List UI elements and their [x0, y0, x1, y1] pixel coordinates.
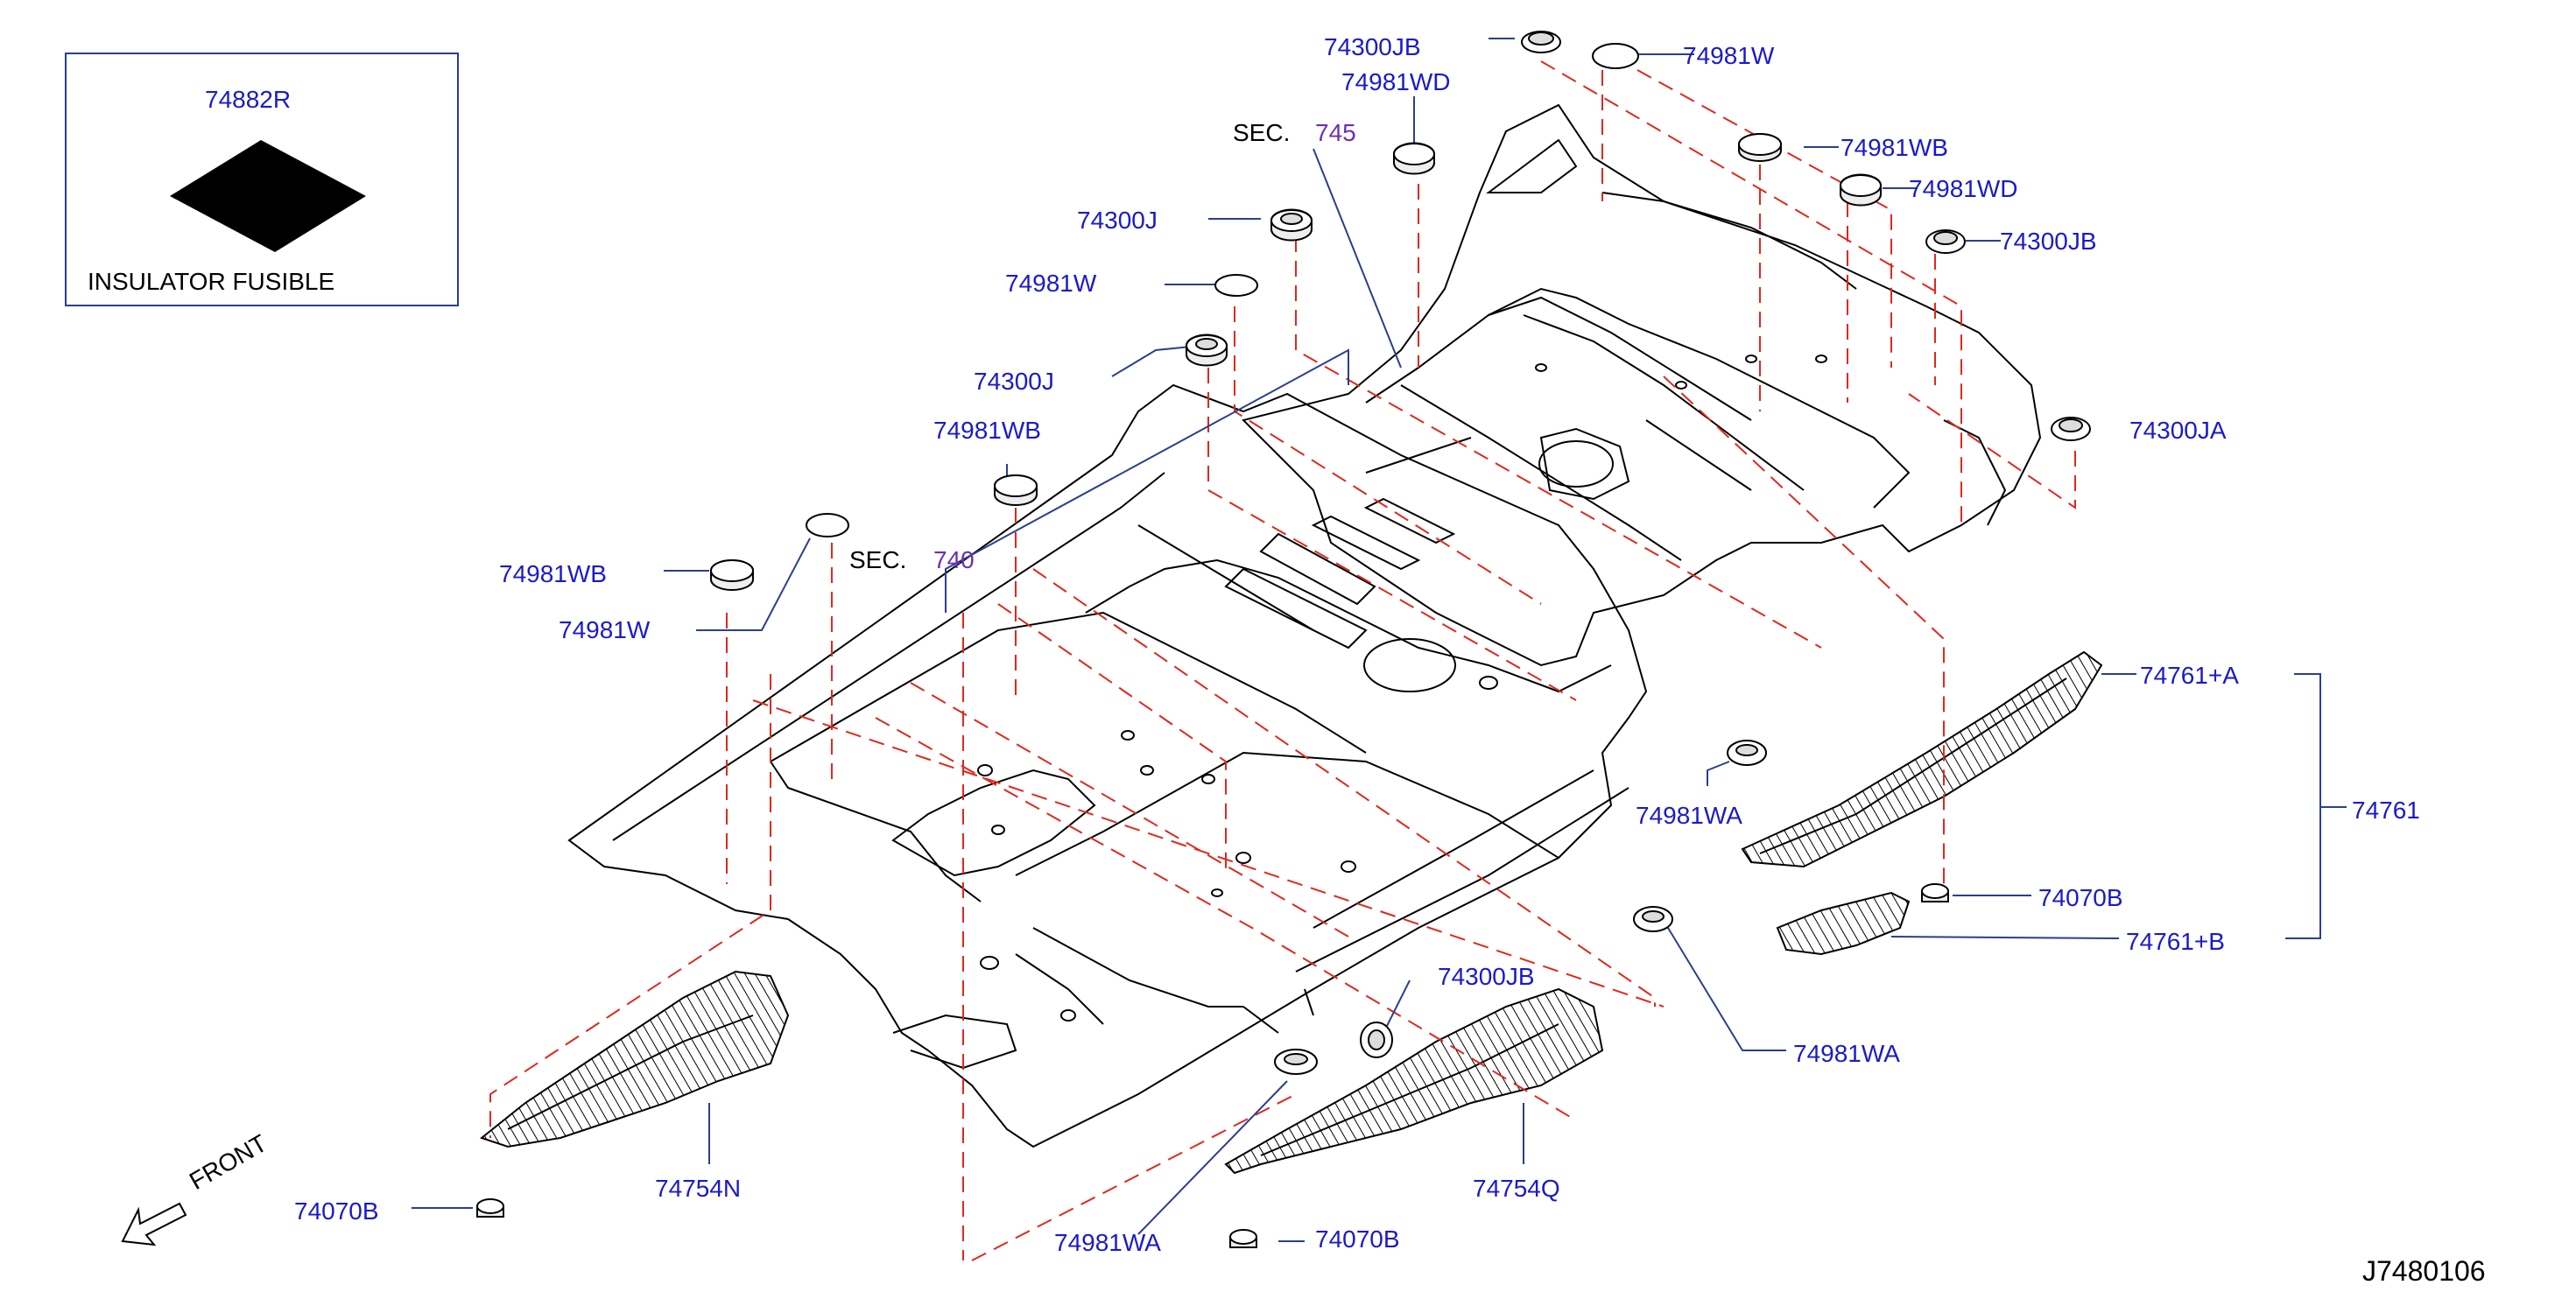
sec-740-number[interactable]: 740 [933, 546, 975, 573]
plug-74981w-mid [1214, 274, 1258, 297]
label-74070b-right: 74070B [2038, 884, 2123, 911]
front-arrow-icon [121, 1202, 187, 1246]
label-74981wa-right-upper: 74981WA [1636, 802, 1742, 829]
label-74981wb-left: 74981WB [499, 560, 607, 587]
diagram-code: J7480106 [2362, 1255, 2486, 1287]
plug-74981wd-right [1840, 173, 1882, 207]
label-74981wd-right: 74981WD [1909, 175, 2018, 202]
grommet-74300jb-right [1925, 229, 1966, 254]
legend-part-code: 74882R [205, 86, 292, 113]
plug-74981wb-left [710, 559, 754, 591]
label-74070b-left: 74070B [294, 1197, 379, 1225]
sec-745-prefix: SEC. [1233, 119, 1291, 146]
rear-floor-panel [1242, 103, 2042, 667]
label-74300j-upper: 74300J [1077, 207, 1158, 234]
plug-74981wb-upper [1738, 133, 1782, 162]
insulator-74761-a [1741, 650, 2103, 868]
plug-74981wa-bottom [1274, 1049, 1318, 1075]
label-74300jb-right: 74300JB [2000, 228, 2097, 255]
label-74761-a: 74761+A [2140, 662, 2239, 689]
plug-74981w-left [806, 513, 849, 537]
label-74981wa-bottom: 74981WA [1054, 1229, 1161, 1256]
label-74981wb-upper: 74981WB [1841, 134, 1948, 161]
plug-74981w-top [1592, 43, 1639, 69]
label-74981wb-mid: 74981WB [933, 417, 1041, 444]
label-74070b-bottom: 74070B [1315, 1225, 1400, 1253]
grommet-74300jb-top [1521, 31, 1561, 53]
label-74981w-left: 74981W [559, 616, 651, 643]
legend-caption: INSULATOR FUSIBLE [88, 268, 335, 295]
label-74754q: 74754Q [1473, 1175, 1560, 1202]
label-74300jb-top: 74300JB [1324, 33, 1421, 60]
insulator-74754n [479, 970, 790, 1148]
label-74754n: 74754N [655, 1175, 742, 1202]
label-74300jb-bottom: 74300JB [1438, 963, 1535, 990]
sec-745-number[interactable]: 745 [1315, 119, 1356, 146]
label-74981w-mid: 74981W [1005, 270, 1097, 297]
grommet-74300jb-bottom [1360, 1022, 1393, 1058]
label-74761: 74761 [2352, 797, 2420, 824]
label-74981w-top: 74981W [1683, 42, 1775, 69]
nut-74070b-right [1921, 883, 1949, 902]
label-74761-b: 74761+B [2126, 928, 2225, 955]
sec-740-prefix: SEC. [849, 546, 907, 573]
grommet-74300j-upper [1270, 208, 1313, 242]
leader-lines [412, 38, 2347, 1242]
plug-74981wa-right-lower [1633, 906, 1673, 932]
label-74981wd-upper: 74981WD [1341, 68, 1451, 95]
grommet-74300j-lower [1186, 334, 1228, 367]
label-74981wa-right-lower: 74981WA [1793, 1040, 1900, 1067]
plug-74981wb-mid [994, 474, 1038, 506]
label-74300ja: 74300JA [2129, 417, 2227, 444]
plug-74981wa-right-upper [1727, 740, 1767, 766]
label-74300j-lower: 74300J [974, 368, 1054, 395]
insulator-74754q [1224, 987, 1604, 1175]
insulator-74761-b [1776, 891, 1911, 956]
assembly-lines [489, 60, 2076, 1261]
grommet-74300ja [2051, 417, 2091, 441]
legend-box: 74882R INSULATOR FUSIBLE [65, 53, 459, 306]
nut-74070b-bottom [1229, 1229, 1257, 1248]
insulator-fusible-symbol [170, 140, 366, 252]
plug-74981wd-upper [1393, 142, 1435, 175]
nut-74070b-left [476, 1198, 504, 1218]
